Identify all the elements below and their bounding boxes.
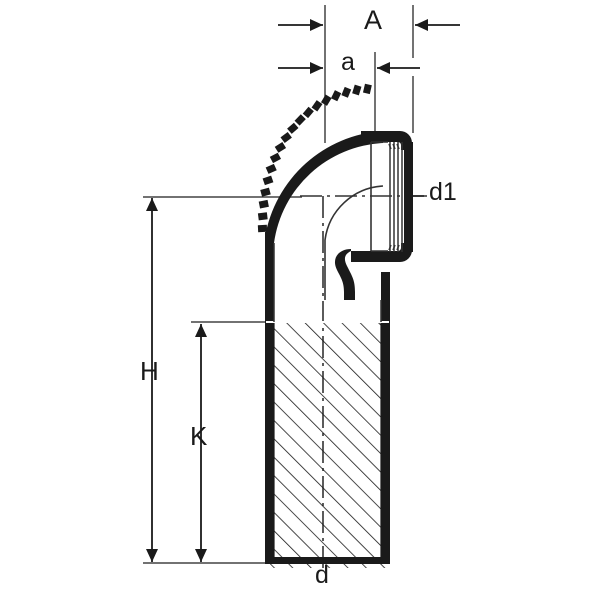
pipe-bottom-edge (265, 557, 390, 564)
socket-shoulder-top (361, 131, 372, 142)
socket-end-cap (404, 142, 413, 252)
dimension-label-H: H (140, 356, 159, 386)
socket-bore-outline (370, 141, 388, 252)
section-hatch (266, 322, 388, 568)
dimension-label-A: A (364, 5, 383, 35)
dimension-label-K: K (190, 421, 208, 451)
dimension-label-d1: d1 (429, 178, 457, 206)
inner-bend-curve (324, 185, 384, 300)
pipe-wall-left (265, 232, 274, 564)
elbow-inner-contour (324, 185, 384, 300)
pipe-wall-right (381, 272, 390, 564)
elbow-outer-wall (257, 83, 383, 243)
extension-lines (143, 5, 414, 564)
elbow-rib-teeth (257, 83, 372, 233)
socket-to-leg-transition (334, 249, 355, 300)
socket-shoulder-bottom (351, 251, 372, 262)
socket-gasket (388, 142, 403, 252)
socket-end (334, 131, 413, 300)
dimension-label-d: d (315, 561, 329, 589)
dimension-label-a: a (341, 48, 355, 76)
leg-outline (273, 243, 382, 322)
pipe-vertical-leg (265, 232, 390, 568)
